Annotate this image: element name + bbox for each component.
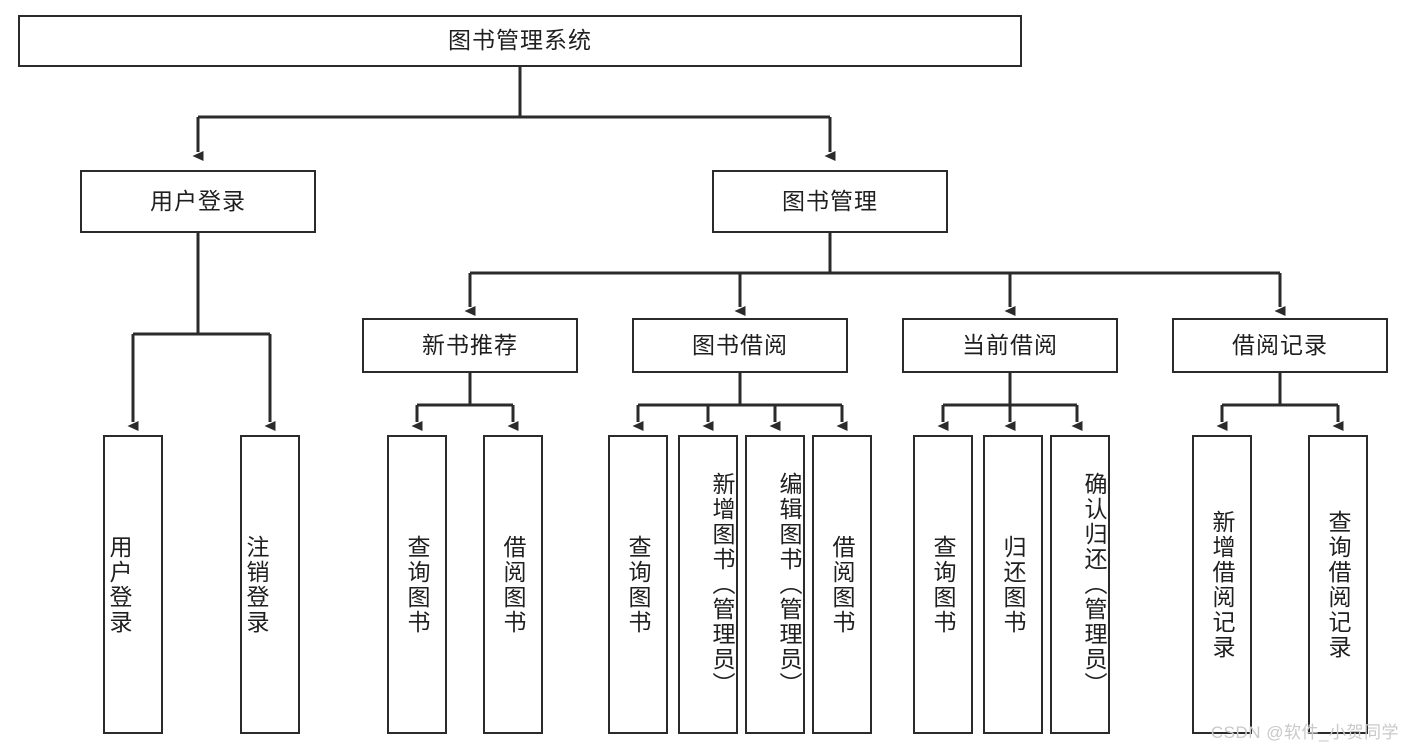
node-book-borrow[interactable]: 图书借阅 (632, 318, 848, 373)
node-label: 用户登录 (150, 187, 246, 214)
node-new-book-recommend[interactable]: 新书推荐 (362, 318, 578, 373)
leaf-current-confirm-return-admin[interactable]: 确认归还（管理员） (1050, 435, 1110, 734)
node-label: 查询图书 (625, 534, 652, 635)
node-user-login[interactable]: 用户登录 (80, 170, 316, 233)
node-label: 确认归还（管理员） (1081, 472, 1107, 697)
node-label: 新书推荐 (422, 331, 518, 358)
leaf-borrow-edit-book-admin[interactable]: 编辑图书（管理员） (745, 435, 805, 734)
node-label: 注销登录 (243, 534, 270, 635)
node-label: 借阅图书 (500, 534, 527, 635)
leaf-record-add-borrow-record[interactable]: 新增借阅记录 (1192, 435, 1252, 734)
node-label: 当前借阅 (962, 331, 1058, 358)
current-borrow-connectors (937, 373, 1083, 431)
node-label: 借阅图书 (829, 534, 856, 635)
csdn-watermark: CSDN @软件_小贺同学 (1210, 723, 1399, 742)
node-label: 图书管理 (782, 187, 878, 214)
node-label: 归还图书 (1000, 534, 1027, 635)
leaf-record-query-borrow-record[interactable]: 查询借阅记录 (1308, 435, 1368, 734)
leaf-logout-login[interactable]: 注销登录 (240, 435, 300, 734)
leaf-recommend-query-book[interactable]: 查询图书 (387, 435, 447, 734)
node-label: 查询图书 (930, 534, 957, 635)
node-label: 新增图书（管理员） (709, 472, 735, 697)
node-label: 用户登录 (106, 534, 133, 635)
leaf-borrow-query-book[interactable]: 查询图书 (608, 435, 668, 734)
node-label: 新增借阅记录 (1209, 509, 1236, 660)
node-borrow-record[interactable]: 借阅记录 (1172, 318, 1388, 373)
book-manage-connectors (464, 233, 1286, 316)
leaf-current-return-book[interactable]: 归还图书 (983, 435, 1043, 734)
leaf-user-login[interactable]: 用户登录 (103, 435, 163, 734)
leaf-current-query-book[interactable]: 查询图书 (913, 435, 973, 734)
node-label: 查询借阅记录 (1325, 509, 1352, 660)
new-book-connectors (411, 373, 519, 431)
node-label: 借阅记录 (1232, 331, 1328, 358)
node-book-management[interactable]: 图书管理 (712, 170, 948, 233)
leaf-borrow-add-book-admin[interactable]: 新增图书（管理员） (678, 435, 738, 734)
leaf-recommend-borrow-book[interactable]: 借阅图书 (483, 435, 543, 734)
node-root-system[interactable]: 图书管理系统 (18, 15, 1022, 67)
node-current-borrow[interactable]: 当前借阅 (902, 318, 1118, 373)
book-borrow-connectors (632, 373, 848, 431)
node-label: 查询图书 (404, 534, 431, 635)
user-login-connectors (127, 233, 276, 431)
node-label: 图书借阅 (692, 331, 788, 358)
root-connectors (192, 67, 836, 161)
leaf-borrow-borrow-book[interactable]: 借阅图书 (812, 435, 872, 734)
node-label: 编辑图书（管理员） (776, 472, 802, 697)
borrow-record-connectors (1216, 373, 1344, 431)
node-label: 图书管理系统 (448, 27, 592, 54)
